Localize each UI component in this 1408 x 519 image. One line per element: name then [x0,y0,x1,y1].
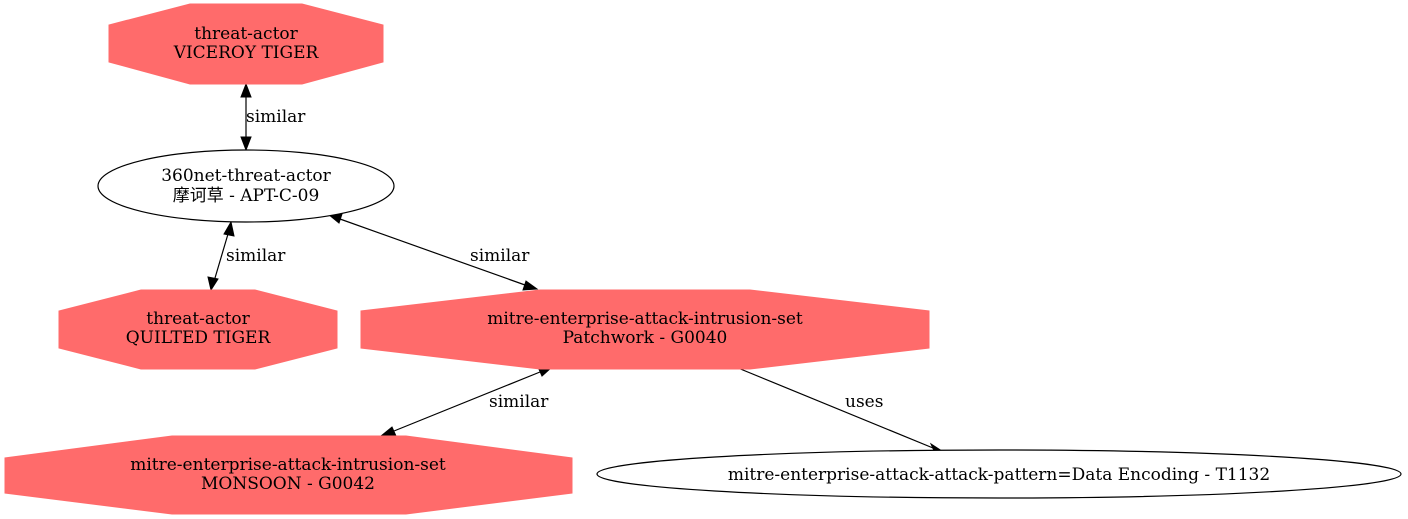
node-name-label: Patchwork - G0040 [563,328,728,348]
node-type-label: threat-actor [194,24,298,44]
node-type-label: threat-actor [146,309,250,329]
node-patchwork[interactable]: mitre-enterprise-attack-intrusion-set Pa… [360,289,930,370]
node-name-label: MONSOON - G0042 [201,474,375,494]
node-type-label: 360net-threat-actor [161,166,331,186]
node-name-label: 摩诃草 - APT-C-09 [173,186,320,206]
arrowhead [223,220,235,237]
node-monsoon[interactable]: mitre-enterprise-attack-intrusion-set MO… [4,435,573,515]
ellipse-shape [596,449,1402,499]
arrowhead [240,82,252,98]
octagon-shape [360,289,930,370]
node-data-encoding[interactable]: mitre-enterprise-attack-attack-pattern=D… [596,449,1402,499]
edge-apt-patchwork: similar [326,213,539,291]
edge-patchwork-monsoon: similar [379,366,554,437]
node-name-label: mitre-enterprise-attack-attack-pattern=D… [728,465,1270,485]
edge-label-patchwork-encoding: uses [845,392,883,412]
node-apt-c-09[interactable]: 360net-threat-actor 摩诃草 - APT-C-09 [97,149,395,223]
edge-label-viceroy-apt: similar [246,107,306,127]
edge-apt-quilted: similar [207,220,286,292]
node-viceroy-tiger[interactable]: threat-actor VICEROY TIGER [108,3,384,85]
node-type-label: mitre-enterprise-attack-intrusion-set [130,455,446,475]
edge-label-apt-patchwork: similar [470,246,530,266]
arrowhead [522,280,539,291]
octagon-shape [4,435,573,515]
node-type-label: mitre-enterprise-attack-intrusion-set [487,309,803,329]
arrowhead [207,276,219,292]
node-quilted-tiger[interactable]: threat-actor QUILTED TIGER [58,289,338,370]
edge-label-apt-quilted: similar [226,246,286,266]
arrowhead [379,426,397,437]
octagon-shape [108,3,384,85]
edge-patchwork-encoding: uses [737,367,947,454]
octagon-shape [58,289,338,370]
ellipse-shape [97,149,395,223]
edge-label-patchwork-monsoon: similar [489,392,549,412]
node-name-label: VICEROY TIGER [173,43,320,63]
edge-viceroy-apt: similar [240,82,306,152]
node-name-label: QUILTED TIGER [126,328,272,348]
arrowhead [240,136,252,152]
